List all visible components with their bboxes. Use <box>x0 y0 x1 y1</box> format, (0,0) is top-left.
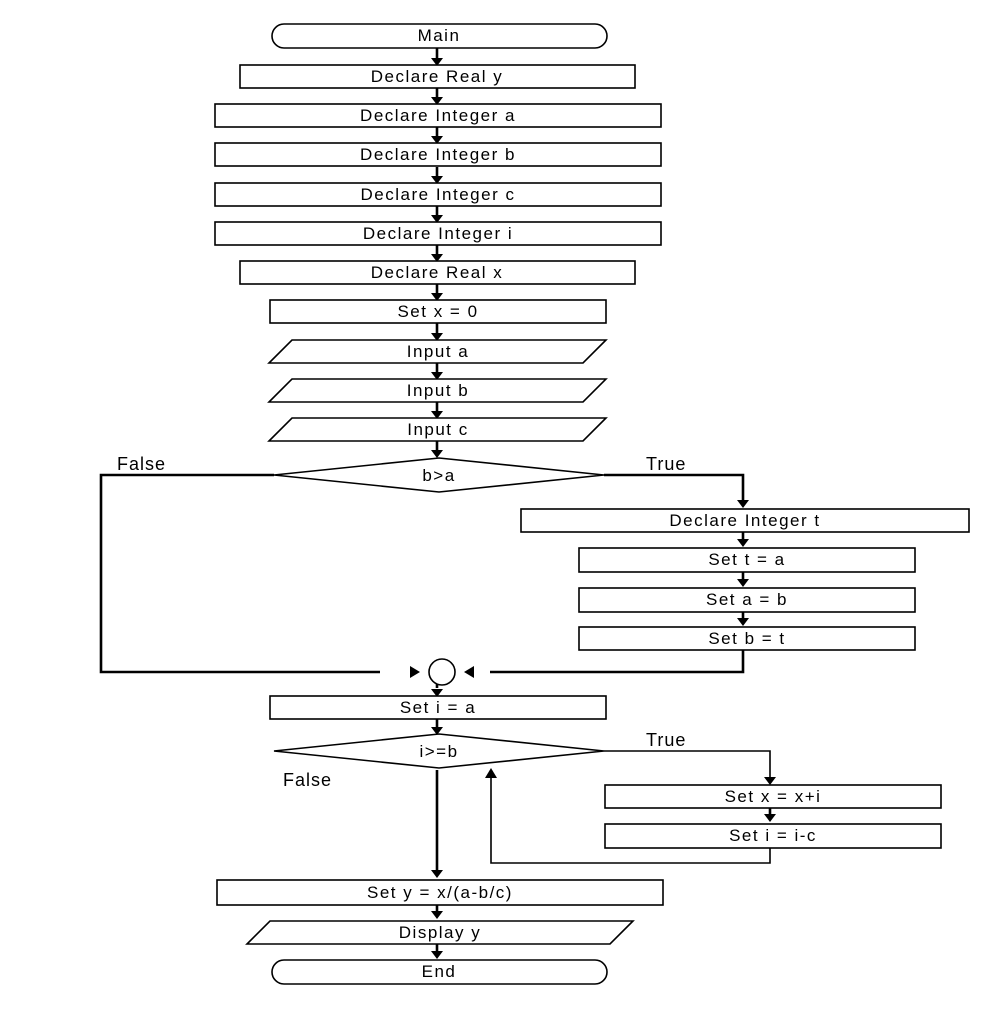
arrow-down-icon <box>431 97 443 105</box>
arrow-down-icon <box>431 727 443 735</box>
declare-t-process: Declare Integer t <box>520 508 970 533</box>
decision1-false-label: False <box>117 454 166 474</box>
declare-a-label: Declare Integer a <box>360 106 516 125</box>
declare-i-label: Declare Integer i <box>363 224 513 243</box>
arrow-down-icon <box>764 814 776 822</box>
declare-c-process: Declare Integer c <box>214 182 662 207</box>
decision1-true-label: True <box>646 454 686 474</box>
declare-y-label: Declare Real y <box>371 67 504 86</box>
set-t-process: Set t = a <box>578 547 916 573</box>
set-x0-label: Set x = 0 <box>397 302 478 321</box>
input-b-label: Input b <box>407 381 470 400</box>
declare-b-label: Declare Integer b <box>360 145 516 164</box>
set-a-process: Set a = b <box>578 587 916 613</box>
set-b-label: Set b = t <box>708 629 785 648</box>
declare-x-label: Declare Real x <box>371 263 504 282</box>
arrow-up-icon <box>485 768 497 778</box>
set-x0-process: Set x = 0 <box>269 299 607 324</box>
arrow-down-icon <box>431 176 443 184</box>
input-c-io: Input c <box>267 417 608 442</box>
set-y-process: Set y = x/(a-b/c) <box>216 879 664 906</box>
set-x-loop-process: Set x = x+i <box>604 784 942 809</box>
decision-i-ge-b-label: i>=b <box>419 742 458 761</box>
arrow-down-icon <box>431 870 443 878</box>
arrow-down-icon <box>431 411 443 419</box>
set-t-label: Set t = a <box>708 550 785 569</box>
set-y-label: Set y = x/(a-b/c) <box>367 883 513 902</box>
display-y-io: Display y <box>245 920 635 945</box>
decision2-true-label: True <box>646 730 686 750</box>
arrow-down-icon <box>431 254 443 262</box>
decision-b-gt-a: b>a <box>273 457 605 493</box>
merge-connector <box>428 658 456 686</box>
set-i-process: Set i = a <box>269 695 607 720</box>
set-b-process: Set b = t <box>578 626 916 651</box>
start-terminal: Main <box>271 23 608 49</box>
input-b-io: Input b <box>267 378 608 403</box>
arrow-down-icon <box>737 500 749 508</box>
arrow-down-icon <box>431 911 443 919</box>
declare-a-process: Declare Integer a <box>214 103 662 128</box>
declare-t-label: Declare Integer t <box>669 511 820 530</box>
arrow-down-icon <box>431 951 443 959</box>
display-y-label: Display y <box>399 923 481 942</box>
arrow-left-icon <box>464 666 474 678</box>
decision2-false-label: False <box>283 770 332 790</box>
declare-i-process: Declare Integer i <box>214 221 662 246</box>
arrow-down-icon <box>737 539 749 547</box>
start-label: Main <box>418 26 461 45</box>
arrow-down-icon <box>431 450 443 458</box>
arrow-down-icon <box>431 333 443 341</box>
end-terminal: End <box>271 959 608 985</box>
arrow-right-icon <box>410 666 420 678</box>
declare-x-process: Declare Real x <box>239 260 636 285</box>
declare-c-label: Declare Integer c <box>361 185 516 204</box>
set-x-loop-label: Set x = x+i <box>725 787 822 806</box>
input-c-label: Input c <box>407 420 469 439</box>
arrow-down-icon <box>737 618 749 626</box>
arrow-down-icon <box>737 579 749 587</box>
input-a-label: Input a <box>407 342 470 361</box>
decision-i-ge-b: i>=b <box>273 733 605 769</box>
set-i-loop-label: Set i = i-c <box>729 826 817 845</box>
arrow-down-icon <box>431 215 443 223</box>
set-i-loop-process: Set i = i-c <box>604 823 942 849</box>
decision-b-gt-a-label: b>a <box>422 466 455 485</box>
declare-y-process: Declare Real y <box>239 64 636 89</box>
end-label: End <box>422 962 457 981</box>
arrow-down-icon <box>431 689 443 697</box>
arrow-down-icon <box>431 136 443 144</box>
declare-b-process: Declare Integer b <box>214 142 662 167</box>
input-a-io: Input a <box>267 339 608 364</box>
set-i-label: Set i = a <box>400 698 476 717</box>
arrow-down-icon <box>431 58 443 66</box>
set-a-label: Set a = b <box>706 590 788 609</box>
arrowheads <box>410 58 776 959</box>
arrow-down-icon <box>431 372 443 380</box>
arrow-down-icon <box>431 293 443 301</box>
arrow-down-icon <box>764 777 776 785</box>
